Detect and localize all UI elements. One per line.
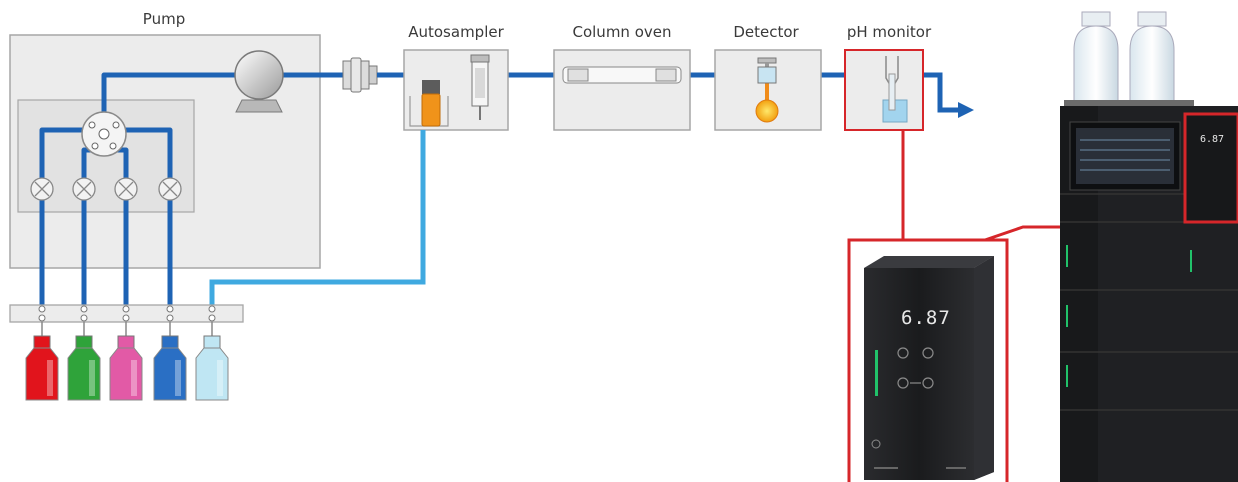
detector-module bbox=[714, 49, 822, 131]
ph-display-readout: 6.87 bbox=[901, 307, 951, 329]
hplc-system-stack bbox=[1060, 11, 1238, 482]
reservoir-bottles bbox=[1064, 11, 1194, 106]
solenoid-valve-c bbox=[114, 177, 138, 201]
ph-monitor-label: pH monitor bbox=[846, 23, 932, 41]
solvent-bottles bbox=[25, 322, 229, 401]
sample-line bbox=[209, 130, 426, 305]
status-leds bbox=[1066, 245, 1192, 387]
ph-display-readout-small: 6.87 bbox=[1200, 134, 1225, 145]
column-oven-label: Column oven bbox=[572, 23, 672, 41]
solvent-manifold bbox=[9, 304, 244, 323]
solvent-bottle-4 bbox=[153, 322, 187, 401]
ph-monitor-unit bbox=[864, 256, 994, 480]
ph-monitor-in-stack bbox=[1183, 112, 1238, 224]
pump-head-icon bbox=[234, 50, 284, 113]
autosampler-module bbox=[403, 49, 509, 131]
solenoid-valves bbox=[30, 177, 182, 201]
solenoid-valve-d bbox=[158, 177, 182, 201]
line-a bbox=[39, 127, 92, 305]
ph-monitor-module bbox=[844, 49, 924, 131]
status-led-bar bbox=[875, 350, 878, 396]
column-oven-module bbox=[553, 49, 691, 131]
module-dividers bbox=[1060, 193, 1238, 411]
solenoid-valve-a bbox=[30, 177, 54, 201]
solvent-bottle-3 bbox=[109, 322, 143, 401]
flow-arrow-icon bbox=[958, 102, 974, 118]
solvent-bottle-1 bbox=[25, 322, 59, 401]
solenoid-valve-b bbox=[72, 177, 96, 201]
solvent-bottle-2 bbox=[67, 322, 101, 401]
proportioning-valve bbox=[81, 111, 127, 157]
pump-label: Pump bbox=[142, 10, 186, 28]
line-d bbox=[116, 127, 173, 305]
power-button-icon bbox=[871, 439, 881, 449]
line-filter-icon bbox=[342, 57, 378, 93]
detector-label: Detector bbox=[733, 23, 799, 41]
solvent-bottle-5 bbox=[195, 322, 229, 401]
control-tablet bbox=[1069, 121, 1181, 191]
autosampler-label: Autosampler bbox=[408, 23, 504, 41]
lamp-icon bbox=[755, 99, 779, 123]
